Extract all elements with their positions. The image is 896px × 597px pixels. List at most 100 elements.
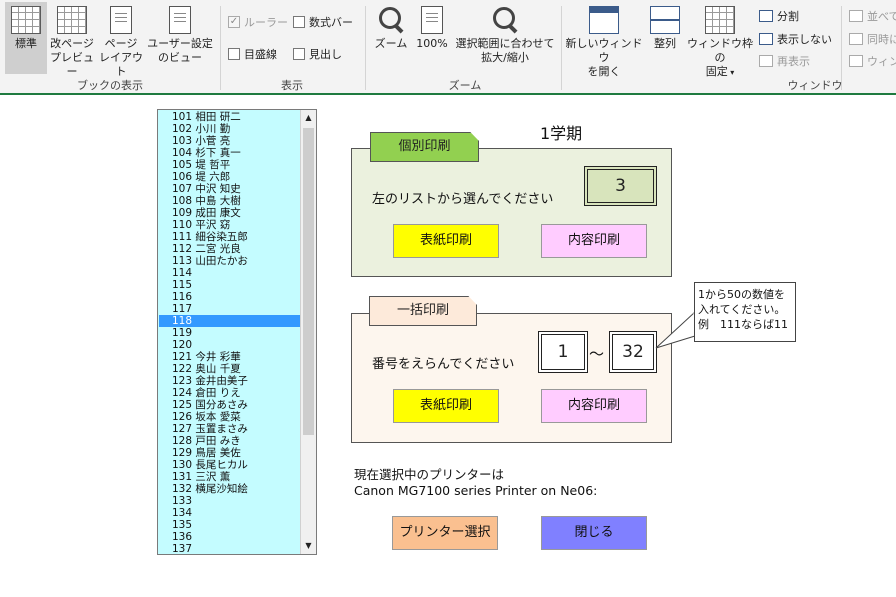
list-item[interactable]: 124 倉田 りえ xyxy=(172,387,241,399)
list-item[interactable]: 109 成田 康文 xyxy=(172,207,241,219)
list-item[interactable]: 119 xyxy=(172,327,193,339)
list-item[interactable]: 133 xyxy=(172,495,193,507)
ribbon-view-tab: 標準 改ページ プレビュー ページ レイアウト ユーザー設定 のビュー ブックの… xyxy=(0,0,896,95)
list-item[interactable]: 114 xyxy=(172,267,193,279)
list-item[interactable]: 106 堤 六郎 xyxy=(172,171,231,183)
individual-content-print-button[interactable]: 内容印刷 xyxy=(541,224,647,258)
split-button[interactable]: 分割 xyxy=(759,8,799,24)
zoom-button[interactable]: ズーム xyxy=(372,2,410,74)
zoom-selection-icon xyxy=(490,6,520,34)
individual-cover-print-button[interactable]: 表紙印刷 xyxy=(393,224,499,258)
gridlines-checkbox[interactable]: 目盛線 xyxy=(228,46,277,62)
list-item[interactable]: 134 xyxy=(172,507,193,519)
zoom-to-selection-button[interactable]: 選択範囲に合わせて 拡大/縮小 xyxy=(454,2,556,74)
unhide-window-icon xyxy=(759,55,773,67)
list-item[interactable]: 128 戸田 みき xyxy=(172,435,241,447)
formula-bar-checkbox[interactable]: 数式バー xyxy=(293,14,353,30)
list-item[interactable]: 110 平沢 窈 xyxy=(172,219,231,231)
list-item[interactable]: 130 長尾ヒカル xyxy=(172,459,248,471)
list-item[interactable]: 127 玉置まさみ xyxy=(172,423,248,435)
reset-position-label: ウィンド xyxy=(867,55,896,68)
list-item[interactable]: 132 横尾沙知絵 xyxy=(172,483,248,495)
list-item[interactable]: 131 三沢 薫 xyxy=(172,471,231,483)
list-item[interactable]: 125 国分あさみ xyxy=(172,399,248,411)
range-to-value: 32 xyxy=(622,342,644,362)
custom-views-button[interactable]: ユーザー設定 のビュー xyxy=(146,2,214,74)
list-item[interactable]: 112 二宮 光良 xyxy=(172,243,241,255)
ruler-checkbox[interactable]: ✓ ルーラー xyxy=(228,14,288,30)
page-layout-button[interactable]: ページ レイアウト xyxy=(97,2,145,78)
list-item[interactable]: 123 金井由美子 xyxy=(172,375,248,387)
freeze-panes-icon xyxy=(705,6,735,34)
range-from-input[interactable]: 1 xyxy=(538,331,588,373)
list-item[interactable]: 117 xyxy=(172,303,193,315)
ruler-label: ルーラー xyxy=(244,16,288,29)
zoom-100-icon xyxy=(421,6,443,34)
range-from-inner xyxy=(541,334,585,370)
unhide-window-label: 再表示 xyxy=(777,55,810,68)
selected-number-box: 3 xyxy=(584,166,657,206)
individual-print-tab: 個別印刷 xyxy=(370,132,479,162)
list-item[interactable]: 107 中沢 知史 xyxy=(172,183,241,195)
list-item[interactable]: 126 坂本 愛菜 xyxy=(172,411,241,423)
list-item[interactable]: 137 xyxy=(172,543,193,553)
view-side-by-side-button[interactable]: 並べて xyxy=(849,8,896,24)
list-item[interactable]: 105 堤 哲平 xyxy=(172,159,231,171)
list-item[interactable]: 104 杉下 真一 xyxy=(172,147,241,159)
new-window-button[interactable]: 新しいウィンドウ を開く xyxy=(565,2,643,78)
batch-content-print-button[interactable]: 内容印刷 xyxy=(541,389,647,423)
batch-cover-print-button[interactable]: 表紙印刷 xyxy=(393,389,499,423)
list-item[interactable]: 135 xyxy=(172,519,193,531)
hide-window-button[interactable]: 表示しない xyxy=(759,31,832,47)
group-label-window: ウィンドウ xyxy=(787,79,843,92)
side-by-side-icon xyxy=(849,10,863,22)
page-break-label-1: 改ページ xyxy=(50,37,94,50)
callout-line-3: 例 111ならば11 xyxy=(698,318,788,331)
freeze-panes-button[interactable]: ウィンドウ枠の 固定 ▾ xyxy=(685,2,755,78)
batch-print-tab: 一括印刷 xyxy=(369,296,477,326)
new-window-label-1: 新しいウィンドウ xyxy=(565,37,643,64)
arrange-all-button[interactable]: 整列 xyxy=(647,2,683,74)
unhide-window-button[interactable]: 再表示 xyxy=(759,53,810,69)
list-item[interactable]: 136 xyxy=(172,531,193,543)
freeze-panes-label-1: ウィンドウ枠の xyxy=(687,37,753,64)
check-icon: ✓ xyxy=(228,16,240,28)
number-box-inner xyxy=(587,169,654,203)
list-item[interactable]: 101 相田 研二 xyxy=(172,111,241,123)
headings-checkbox[interactable]: 見出し xyxy=(293,46,342,62)
hide-window-label: 表示しない xyxy=(777,33,832,46)
batch-instruction: 番号をえらんでください xyxy=(372,357,515,372)
list-item[interactable]: 111 細谷染五郎 xyxy=(172,231,248,243)
scroll-up-icon[interactable]: ▲ xyxy=(305,113,312,122)
list-scrollbar[interactable]: ▲ ▼ xyxy=(300,110,316,554)
range-to-input[interactable]: 32 xyxy=(609,331,657,373)
list-item[interactable]: 108 中島 大樹 xyxy=(172,195,241,207)
group-label-book-view: ブックの表示 xyxy=(77,79,143,92)
list-item[interactable]: 121 今井 彩華 xyxy=(172,351,241,363)
zoom-100-button[interactable]: 100% xyxy=(412,2,452,74)
group-separator xyxy=(841,6,842,90)
formula-bar-label: 数式バー xyxy=(309,16,353,29)
list-item[interactable]: 102 小川 勤 xyxy=(172,123,231,135)
page-layout-icon xyxy=(110,6,132,34)
list-item[interactable]: 129 鳥居 美佐 xyxy=(172,447,241,459)
list-item[interactable]: 113 山田たかお xyxy=(172,255,248,267)
synchronous-scrolling-button[interactable]: 同時に xyxy=(849,31,896,47)
reset-window-position-button[interactable]: ウィンド xyxy=(849,53,896,69)
list-item[interactable]: 120 xyxy=(172,339,193,351)
list-item[interactable]: 122 奥山 千夏 xyxy=(172,363,241,375)
scroll-thumb[interactable] xyxy=(303,128,314,435)
normal-view-button[interactable]: 標準 xyxy=(5,2,47,74)
list-item[interactable]: 116 xyxy=(172,291,193,303)
list-item[interactable]: 118 xyxy=(159,315,300,327)
printer-label: 現在選択中のプリンターは xyxy=(354,467,505,482)
list-item[interactable]: 115 xyxy=(172,279,193,291)
page-break-preview-button[interactable]: 改ページ プレビュー xyxy=(49,2,95,78)
scroll-down-icon[interactable]: ▼ xyxy=(305,541,312,550)
callout-line-2: 入れてください。 xyxy=(698,303,786,316)
close-button[interactable]: 閉じる xyxy=(541,516,647,550)
custom-views-label-2: のビュー xyxy=(158,51,202,64)
list-item[interactable]: 103 小菅 亮 xyxy=(172,135,231,147)
printer-select-button[interactable]: プリンター選択 xyxy=(392,516,498,550)
